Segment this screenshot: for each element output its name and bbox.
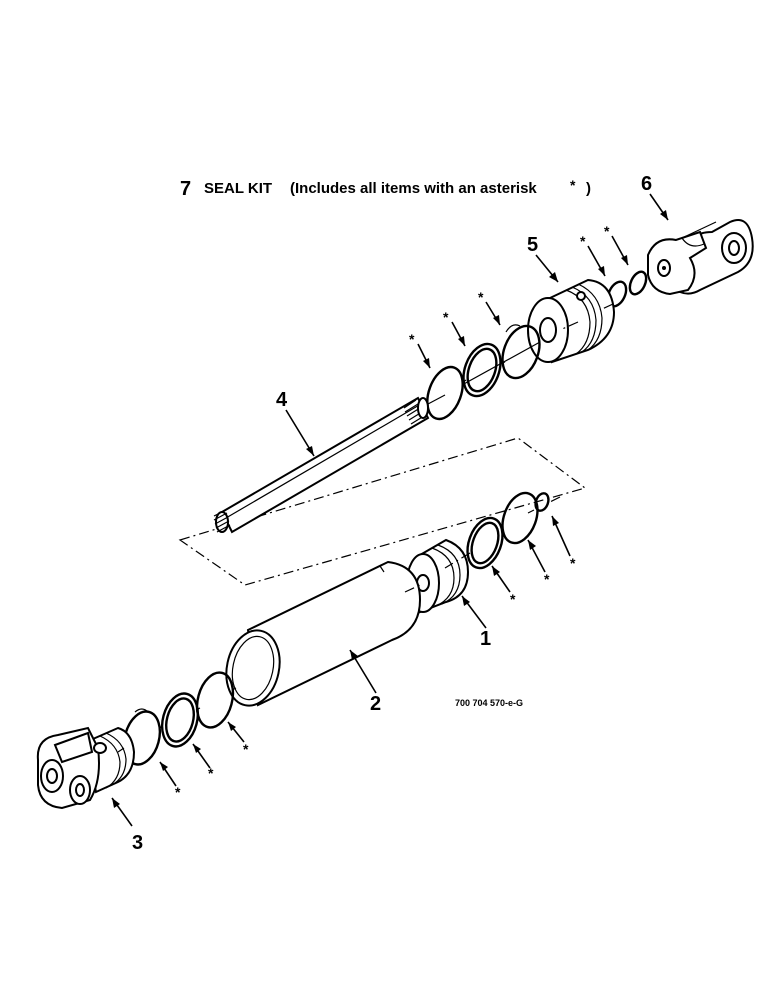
backup-ring-rod-inner (466, 347, 498, 393)
backup-ring-piston-inner (470, 521, 500, 565)
backup-ring-barrel-inner (165, 697, 195, 743)
asterisk-10: * (208, 765, 214, 781)
callout-4: 4 (276, 389, 288, 411)
o-ring-rod (426, 365, 464, 421)
callout-5: 5 (527, 234, 538, 256)
axis-line-base (117, 687, 237, 753)
asterisk-8: * (510, 591, 516, 607)
alignment-frame (178, 437, 587, 586)
snap-ring-rod (501, 324, 541, 380)
callout-6: 6 (641, 173, 652, 195)
gland-part (527, 278, 616, 364)
asterisk-2: * (604, 223, 610, 239)
callout-2: 2 (370, 693, 381, 715)
axis-line-lower (404, 496, 561, 593)
drawing-code: 700 704 570-e-G (455, 698, 523, 708)
asterisk-9: * (243, 741, 249, 757)
o-ring-piston (501, 491, 539, 545)
backup-ring-rod (462, 342, 502, 398)
asterisk-11: * (175, 784, 181, 800)
o-ring-barrel (195, 671, 235, 729)
seal-ring-6a (628, 270, 648, 296)
callout-1: 1 (480, 628, 491, 650)
barrel-part (225, 560, 422, 707)
axis-line-upper (461, 303, 614, 384)
asterisk-7: * (544, 571, 550, 587)
asterisk-4: * (443, 309, 449, 325)
asterisk-1: * (580, 233, 586, 249)
seal-kit-number: 7 (180, 178, 191, 200)
base-clevis-part (36, 726, 136, 810)
leader-lines (111, 193, 669, 827)
asterisk-6: * (570, 555, 576, 571)
asterisk-3: * (478, 289, 484, 305)
rod-clevis-part (647, 219, 754, 296)
seal-kit-close: ) (586, 180, 591, 197)
backup-ring-barrel (160, 692, 200, 748)
asterisk-5: * (409, 331, 415, 347)
seal-kit-asterisk: * (570, 177, 576, 193)
snap-ring-tab (505, 324, 521, 333)
snap-ring-barrel-tab (134, 708, 149, 713)
small-o-ring-piston (534, 492, 550, 512)
callout-3: 3 (132, 832, 143, 854)
piston-rod-part (213, 341, 541, 534)
backup-ring-piston (466, 516, 504, 570)
seal-kit-note: (Includes all items with an asterisk (290, 180, 537, 197)
seal-kit-label: SEAL KIT (204, 180, 272, 197)
